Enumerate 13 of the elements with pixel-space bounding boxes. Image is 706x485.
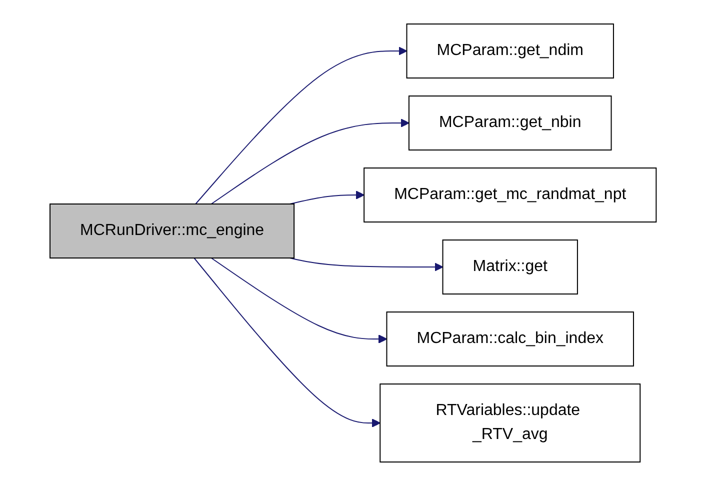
node-box: MCParam::get_ndim xyxy=(406,23,614,78)
node-box: MCParam::calc_bin_index xyxy=(386,311,634,366)
arrow xyxy=(210,257,388,343)
node-box: Matrix::get xyxy=(442,239,578,294)
arrow xyxy=(210,118,410,204)
arrow xyxy=(289,257,444,271)
node-box: MCRunDriver::mc_engine xyxy=(49,203,294,258)
node-box: RTVariables::update _RTV_avg xyxy=(380,383,641,462)
arrow xyxy=(194,257,380,427)
node-box: MCParam::get_nbin xyxy=(408,95,612,150)
arrow xyxy=(289,190,364,204)
node-box: MCParam::get_mc_randmat_npt xyxy=(363,167,657,222)
arrow xyxy=(195,46,408,204)
